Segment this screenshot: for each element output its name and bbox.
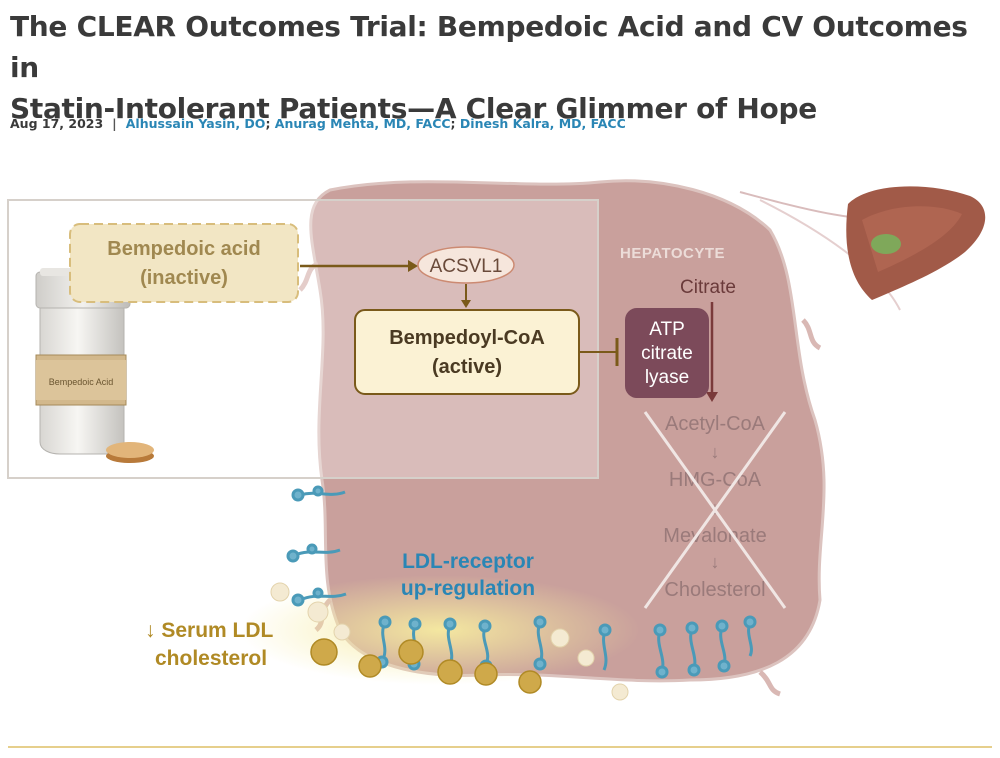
arrow-head [706,392,718,402]
byline-separator: | [112,116,117,131]
author-link-yasin[interactable]: Alhussain Yasin, DO [125,116,266,131]
section-divider [8,746,992,748]
ldl-receptor-icon [291,587,347,607]
ldl-receptor-label: LDL-receptor [402,550,534,573]
author-link-mehta[interactable]: Anurag Mehta, MD, FACC [274,116,451,131]
atp-citrate-lyase-box [625,308,709,398]
bempedoic-acid-label: Bempedoic acid [107,238,260,260]
serum-ldl-label: ↓ Serum LDL [145,619,274,642]
article-title-line-1: The CLEAR Outcomes Trial: Bempedoic Acid… [10,10,968,84]
ldl-particle-faint [270,582,629,701]
gallbladder-icon [871,234,901,254]
ldl-receptor-icon [685,621,701,677]
publish-date: Aug 17, 2023 [10,116,104,131]
pathway-arrow: ↓ [711,442,720,462]
pathway-step: Mevalonate [663,525,766,547]
bempedoic-acid-state: (inactive) [140,267,228,289]
hepatocyte-cell [309,179,826,683]
article-title: The CLEAR Outcomes Trial: Bempedoic Acid… [10,6,970,129]
tablet-icon [106,442,154,463]
acl-label-line-3: lyase [645,367,689,388]
author-link-kalra[interactable]: Dinesh Kalra, MD, FACC [459,116,626,131]
bottle-label: Bempedoic Acid [49,377,114,387]
bempedoyl-coa-label: Bempedoyl-CoA [389,327,545,349]
ldl-receptor-icon [533,615,547,671]
acl-label-line-2: citrate [641,343,693,364]
ldl-receptor-icon [715,619,731,673]
pathway-step: Cholesterol [664,579,765,601]
acl-label-line-1: ATP [649,319,685,340]
serum-ldl-label-2: cholesterol [155,647,267,670]
bempedoic-acid-box [69,223,299,303]
cross-out-line [643,411,787,609]
vessel-outline [759,199,901,311]
ldl-receptor-icon [743,615,757,657]
ldl-receptor-label-2: up-regulation [401,577,535,600]
bempedoyl-coa-state: (active) [432,356,502,378]
citrate-label: Citrate [680,277,736,298]
pathway-arrow: ↓ [711,552,720,572]
arrow-head [461,300,471,308]
hepatocyte-edge [298,261,822,697]
bempedoyl-coa-box [354,309,580,395]
mechanism-figure: Bempedoic Acid Bempedoic acid (inactive)… [7,179,986,701]
ldl-receptor-icon [291,485,346,502]
author-separator: ; [265,116,271,131]
hepatocyte-label: HEPATOCYTE [620,245,725,262]
author-separator: ; [450,116,456,131]
ldl-receptor-icon [286,543,341,563]
ldl-receptor-icon [653,623,669,679]
article-byline: Aug 17, 2023 | Alhussain Yasin, DO; Anurag… [10,116,626,131]
pathway-step: HMG-CoA [669,469,762,491]
liver-shading [862,206,962,272]
pathway-step: Acetyl-CoA [665,413,766,435]
arrow-head [408,260,418,272]
ldl-receptor-icon [598,623,612,671]
acsvl1-enzyme [417,246,515,284]
article-title-line-2: Statin-Intolerant Patients—A Clear Glimm… [10,92,817,125]
ldl-particle [310,638,542,694]
acsvl1-label: ACSVL1 [430,256,503,277]
